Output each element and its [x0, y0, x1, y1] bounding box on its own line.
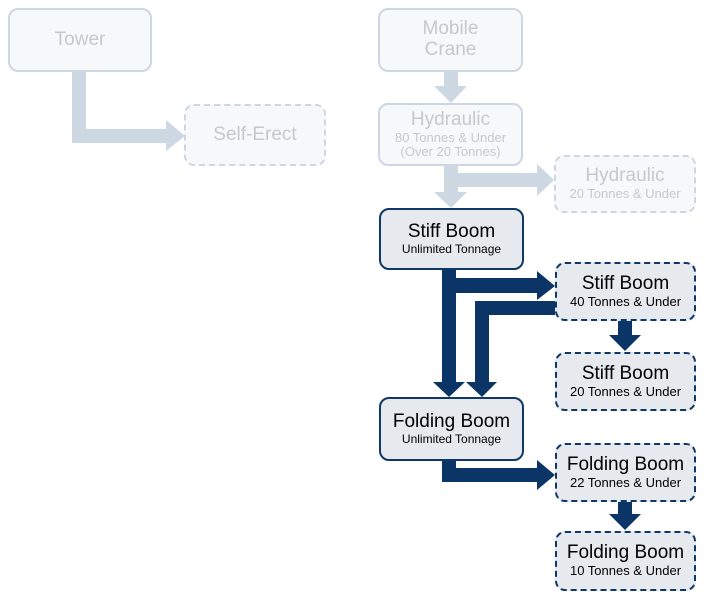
edge-stiff-unlimited-stiff40 [456, 271, 555, 300]
node-title: Folding Boom [566, 453, 685, 475]
edge-hydraulic80-hydraulic20 [458, 164, 554, 196]
node-subtitle: 40 Tonnes & Under [569, 293, 682, 309]
node-tower[interactable]: Tower [8, 8, 152, 72]
node-subtitle: 20 Tonnes & Under [569, 383, 682, 399]
node-title: Tower [54, 28, 106, 50]
node-subtitle: 20 Tonnes & Under [569, 186, 681, 202]
node-hydraulic-20[interactable]: Hydraulic 20 Tonnes & Under [554, 155, 696, 213]
node-title: Stiff Boom [581, 362, 670, 384]
node-mobile-crane[interactable]: Mobile Crane [378, 8, 523, 72]
node-subtitle: Unlimited Tonnage [401, 431, 502, 446]
node-title: Folding Boom [566, 542, 685, 564]
node-folding-boom-10[interactable]: Folding Boom 10 Tonnes & Under [555, 531, 696, 591]
edge-tower-self-erect [72, 71, 185, 151]
node-title: Hydraulic [585, 165, 665, 187]
node-subtitle: Unlimited Tonnage [401, 241, 502, 256]
node-title-line2: Crane [424, 39, 477, 60]
edge-folding-unlimited-folding22 [442, 460, 555, 490]
node-title: Self-Erect [213, 123, 297, 145]
node-subtitle: 10 Tonnes & Under [569, 563, 682, 579]
node-stiff-boom-40[interactable]: Stiff Boom 40 Tonnes & Under [555, 262, 696, 321]
node-title: Folding Boom [392, 410, 511, 432]
node-folding-boom-unlimited[interactable]: Folding Boom Unlimited Tonnage [379, 397, 524, 461]
edge-folding22-folding10 [609, 502, 641, 530]
edge-mobile-hydraulic80 [434, 72, 467, 103]
node-folding-boom-22[interactable]: Folding Boom 22 Tonnes & Under [555, 443, 696, 502]
node-stiff-boom-20[interactable]: Stiff Boom 20 Tonnes & Under [555, 352, 696, 411]
node-hydraulic-80[interactable]: Hydraulic 80 Tonnes & Under (Over 20 Ton… [378, 103, 523, 166]
node-self-erect[interactable]: Self-Erect [184, 104, 326, 166]
node-subtitle: 22 Tonnes & Under [569, 474, 682, 490]
node-title: Hydraulic [410, 108, 491, 130]
edge-hydraulic80-stiff-unlimited [434, 165, 467, 208]
edge-stiff-unlimited-folding-unlimited [433, 270, 465, 397]
node-subtitle-line2: (Over 20 Tonnes) [400, 143, 501, 159]
edge-stiff40-folding-unlimited [466, 301, 555, 397]
node-stiff-boom-unlimited[interactable]: Stiff Boom Unlimited Tonnage [379, 208, 524, 270]
node-subtitle: 80 Tonnes & Under [394, 129, 507, 145]
node-title: Mobile [422, 18, 479, 40]
edge-stiff40-stiff20 [609, 320, 641, 351]
node-title: Stiff Boom [581, 272, 670, 294]
node-title: Stiff Boom [407, 220, 496, 242]
